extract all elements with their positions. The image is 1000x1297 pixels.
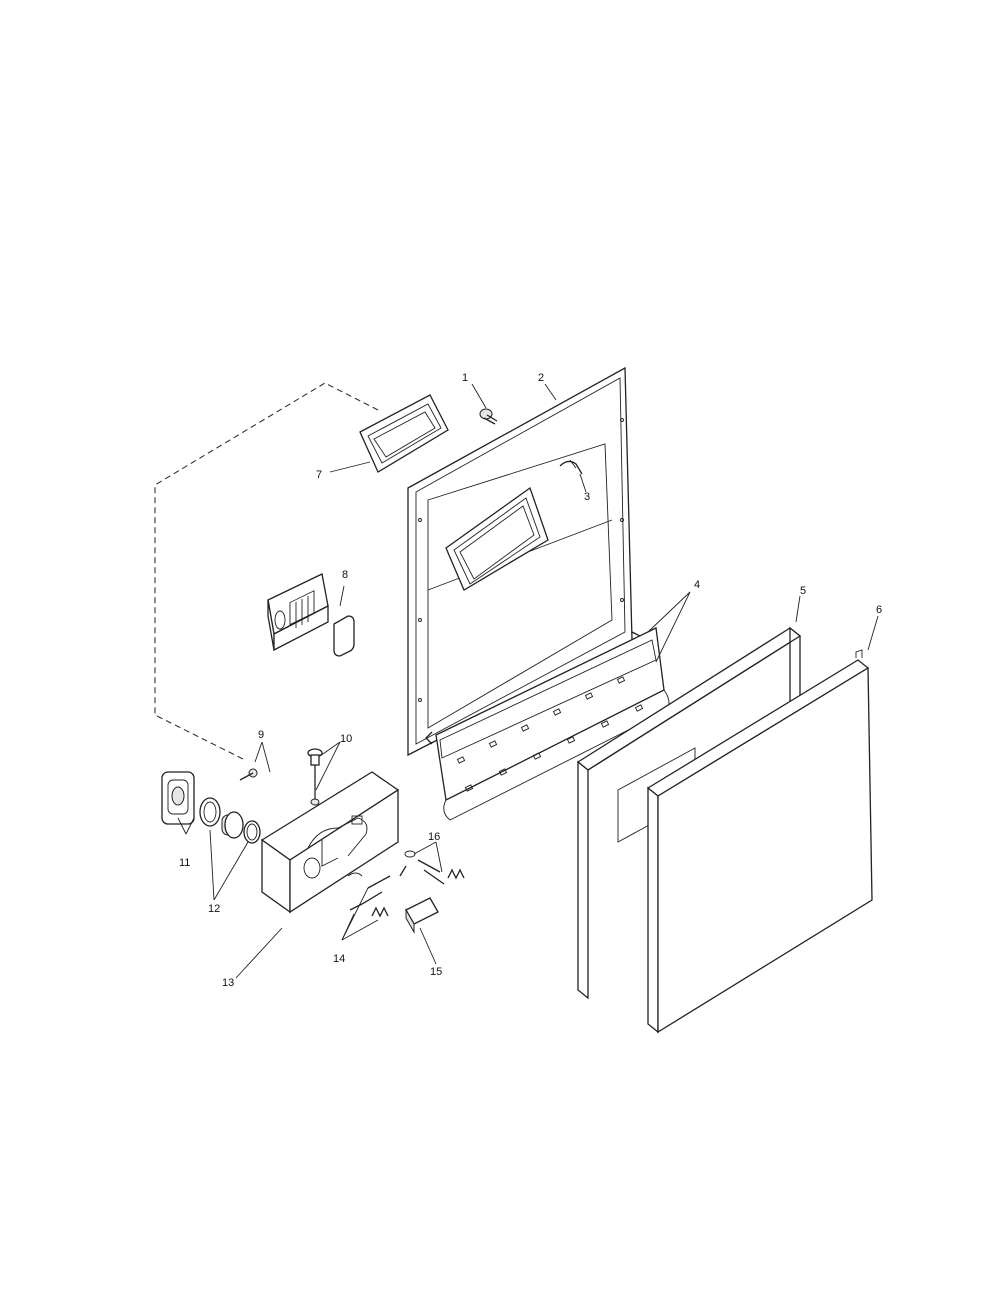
callout-labels: 1 2 3 4 5 6 7 8 9 10 11 12 13 14 15 16 [179,372,882,989]
part-11-bezel [161,771,195,825]
callout-5: 5 [800,585,806,597]
callout-7: 7 [316,469,322,481]
part-15-switch [405,897,439,934]
callout-4: 4 [694,579,700,591]
part-12-rings [199,797,261,844]
part-10-plunger [307,748,323,806]
part-7-gasket-frame [359,394,449,473]
part-14-levers-springs [349,865,407,918]
callout-3: 3 [584,491,590,503]
part-2-inner-door [407,366,645,757]
callout-2: 2 [538,372,544,384]
callout-6: 6 [876,604,882,616]
callout-15: 15 [430,966,442,978]
callout-11: 11 [179,857,190,869]
callout-1: 1 [462,372,468,384]
part-6-outer-door [646,649,873,1034]
part-9-screw [239,768,258,781]
callout-12: 12 [208,903,220,915]
leader-lines [177,383,879,979]
callout-9: 9 [258,729,264,741]
callout-13: 13 [222,977,234,989]
part-13-dispenser-housing [260,771,400,914]
callout-8: 8 [342,569,348,581]
part-16-pins-springs [404,850,465,885]
part-4-lower-trim [435,627,670,821]
assembly-boundary-dashed [154,382,379,761]
part-8-vent-filter [267,573,355,657]
callout-16: 16 [428,831,440,843]
callout-14: 14 [333,953,345,965]
part-1-screw [479,408,498,425]
callout-10: 10 [340,733,352,745]
